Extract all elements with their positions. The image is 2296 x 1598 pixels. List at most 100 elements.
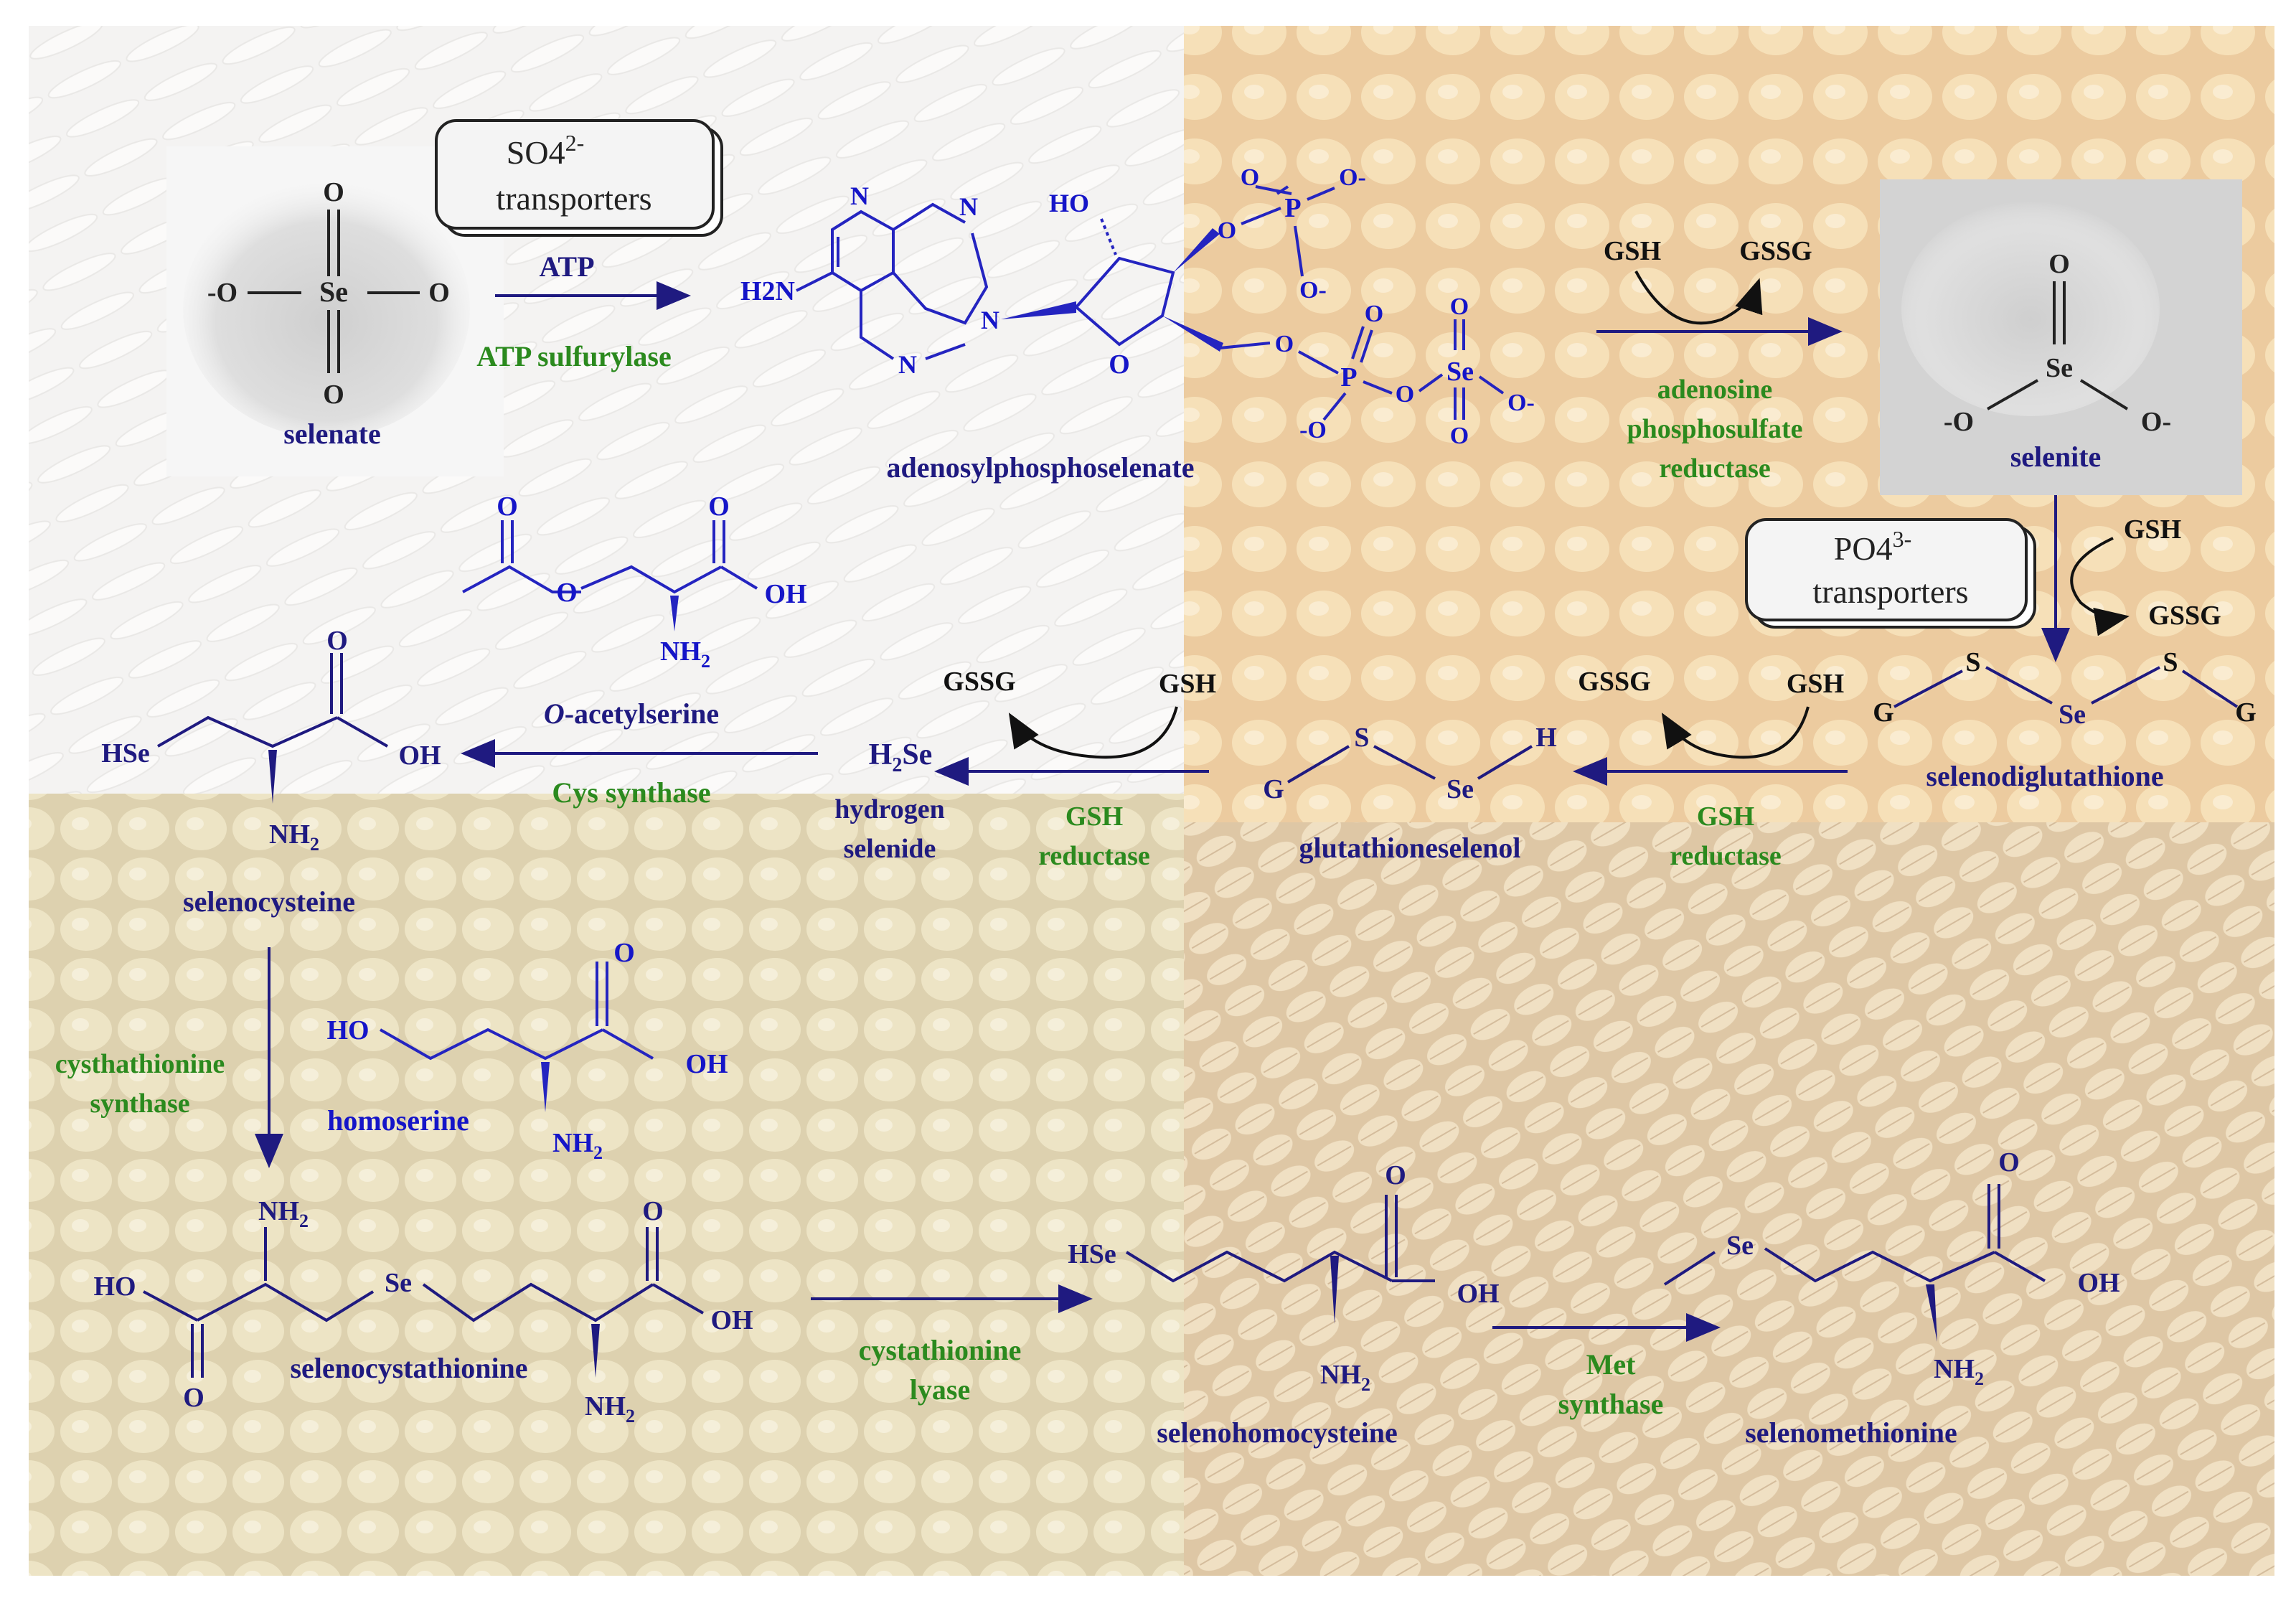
cysthathionine-synthase-line1: cysthathionine <box>55 1049 225 1079</box>
gsh-label-gsr1: GSH <box>1159 669 1216 699</box>
selenate-o-top: O <box>323 177 344 207</box>
selenodiglutathione-structure: G S Se S G <box>1873 647 2257 730</box>
svg-text:G: G <box>1873 697 1894 728</box>
gsh-label-aps: GSH <box>1604 236 1661 266</box>
svg-text:P: P <box>1340 362 1357 393</box>
po4-transporters-label: transporters <box>1812 573 1968 610</box>
gsh-label-selenite: GSH <box>2124 514 2181 545</box>
svg-text:O-: O- <box>1299 277 1327 304</box>
svg-text:O: O <box>708 492 730 522</box>
aps-reductase-line1: adenosine <box>1657 375 1772 405</box>
svg-text:PO43-: PO43- <box>1834 526 1911 567</box>
svg-text:OH: OH <box>710 1305 753 1335</box>
svg-text:O-: O- <box>1507 390 1535 416</box>
svg-text:O: O <box>183 1383 204 1413</box>
svg-text:Se: Se <box>1726 1231 1754 1261</box>
svg-text:O: O <box>1998 1147 2020 1178</box>
gssg-label-aps: GSSG <box>1739 236 1812 266</box>
so4-transporters-box: SO42- transporters <box>435 119 723 237</box>
met-synthase-line2: synthase <box>1558 1388 1664 1420</box>
selenocystathionine-label: selenocystathionine <box>290 1352 527 1384</box>
svg-text:S: S <box>1965 647 1980 677</box>
svg-text:O: O <box>1275 331 1294 357</box>
svg-text:OH: OH <box>2077 1268 2119 1298</box>
selenohomocysteine-structure: HSe O OH NH2 <box>1068 1160 1499 1395</box>
selenate-o-bottom: O <box>323 380 344 410</box>
selenite-box: O Se -O O- selenite <box>1880 179 2242 495</box>
svg-text:O: O <box>1241 164 1259 191</box>
hydrogen-selenide-line2: selenide <box>844 834 936 864</box>
svg-text:Se: Se <box>385 1268 412 1298</box>
svg-text:O: O <box>497 492 518 522</box>
selenate-o-left: -O <box>207 278 237 308</box>
cys-synthase-label: Cys synthase <box>552 776 710 809</box>
svg-text:O-: O- <box>2141 407 2171 437</box>
met-synthase-line1: Met <box>1586 1348 1637 1381</box>
selenate-label: selenate <box>283 418 381 450</box>
svg-text:HO: HO <box>93 1272 136 1302</box>
homoserine-label: homoserine <box>327 1104 469 1137</box>
gsh-reductase2-line1: GSH <box>1697 802 1754 832</box>
svg-text:O: O <box>1218 217 1236 244</box>
svg-text:Se: Se <box>2046 353 2073 383</box>
soybean-background <box>29 794 1184 1576</box>
hydrogen-selenide-line1: hydrogen <box>834 794 944 824</box>
gssg-label-selenite: GSSG <box>2148 601 2221 631</box>
po4-formula: PO4 <box>1834 530 1893 567</box>
svg-text:NH2: NH2 <box>258 1196 309 1231</box>
gsh-label-gsr2: GSH <box>1787 669 1844 699</box>
svg-text:O: O <box>1396 381 1414 408</box>
svg-text:-O: -O <box>1299 417 1327 443</box>
svg-text:O-: O- <box>1339 164 1366 191</box>
svg-text:O: O <box>1450 293 1469 320</box>
svg-text:O: O <box>556 578 578 608</box>
aps-reductase-line2: phosphosulfate <box>1627 414 1803 444</box>
svg-text:O: O <box>1109 349 1130 380</box>
svg-text:H: H <box>1535 723 1557 753</box>
svg-text:SO42-: SO42- <box>507 130 584 171</box>
svg-text:S: S <box>2163 647 2178 677</box>
svg-text:HO: HO <box>1049 189 1089 217</box>
selenate-o-right: O <box>428 278 450 308</box>
selenodiglutathione-label: selenodiglutathione <box>1926 760 2163 792</box>
homoserine-structure: HO O OH NH2 <box>326 938 728 1163</box>
svg-text:OH: OH <box>398 741 441 771</box>
atp-label: ATP <box>539 250 594 283</box>
svg-text:OH: OH <box>1457 1279 1499 1309</box>
svg-text:Se: Se <box>2059 700 2086 730</box>
adenosylphosphoselenate-label: adenosylphosphoselenate <box>887 451 1195 484</box>
svg-text:S: S <box>1354 723 1369 753</box>
o-acetylserine-structure: O O O OH NH2 <box>462 492 807 672</box>
selenocystathionine-structure: NH2 HO Se O O OH NH2 <box>93 1196 753 1427</box>
cysthathionine-synthase-line2: synthase <box>90 1089 189 1119</box>
svg-text:G: G <box>2235 697 2257 728</box>
svg-text:HO: HO <box>326 1015 369 1045</box>
svg-text:Se: Se <box>1446 774 1474 804</box>
so4-formula: SO4 <box>507 134 565 171</box>
svg-text:P: P <box>1284 193 1301 223</box>
po4-transporters-box: PO43- transporters <box>1745 518 2036 629</box>
atp-sulfurylase-label: ATP sulfurylase <box>476 340 672 372</box>
gssg-label-gsr2: GSSG <box>1578 667 1650 697</box>
selenohomocysteine-label: selenohomocysteine <box>1157 1416 1398 1449</box>
svg-text:OH: OH <box>685 1049 728 1079</box>
svg-text:O: O <box>1385 1160 1406 1190</box>
svg-text:O: O <box>1450 423 1469 449</box>
gsh-reductase2-line2: reductase <box>1670 841 1782 871</box>
svg-text:N: N <box>981 306 999 334</box>
svg-text:N: N <box>898 350 917 379</box>
so4-transporters-label: transporters <box>496 180 651 217</box>
glutathioneselenol-label: glutathioneselenol <box>1299 832 1521 864</box>
cystathionine-lyase-line1: cystathionine <box>859 1334 1022 1366</box>
svg-text:HSe: HSe <box>1068 1239 1116 1269</box>
gssg-label-gsr1: GSSG <box>943 667 1015 697</box>
svg-text:O: O <box>613 938 635 968</box>
glutathioneselenol-structure: G S Se H <box>1263 723 1557 804</box>
adenosylphosphoselenate-structure: H2N N N N N O HO O P O O- O- O P O <box>740 164 1535 449</box>
svg-text:O: O <box>326 626 348 656</box>
gsh-reductase1-line2: reductase <box>1038 841 1150 871</box>
svg-text:O: O <box>642 1196 664 1226</box>
svg-text:OH: OH <box>764 579 806 609</box>
svg-text:H2N: H2N <box>740 276 795 306</box>
